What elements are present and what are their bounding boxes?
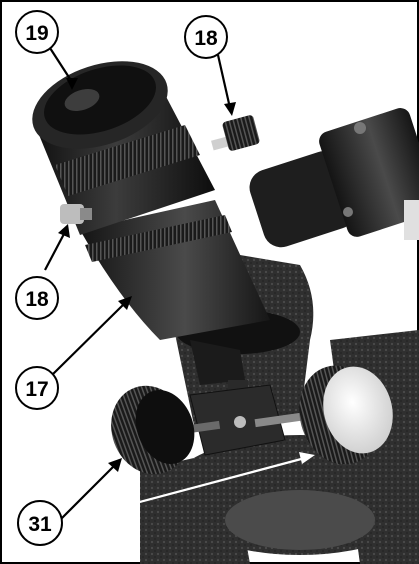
eyepiece-barrel <box>80 200 270 340</box>
focus-knob-left <box>111 385 195 475</box>
callout-18-left: 18 <box>15 276 59 320</box>
eyepiece-body <box>32 61 215 235</box>
callout-19: 19 <box>15 10 59 54</box>
thumbscrew-left <box>60 204 92 224</box>
thumbscrew-right <box>211 115 260 151</box>
callout-label: 19 <box>25 22 48 45</box>
callout-label: 18 <box>25 288 49 311</box>
focus-knob-right <box>299 365 393 465</box>
callout-17: 17 <box>15 366 59 410</box>
leader-lines <box>44 47 315 522</box>
callout-label: 31 <box>28 513 52 536</box>
finder-scope <box>249 108 419 248</box>
callout-18-top: 18 <box>184 15 228 59</box>
callout-label: 18 <box>194 27 218 50</box>
callout-label: 17 <box>25 378 48 401</box>
callout-31: 31 <box>17 500 63 546</box>
